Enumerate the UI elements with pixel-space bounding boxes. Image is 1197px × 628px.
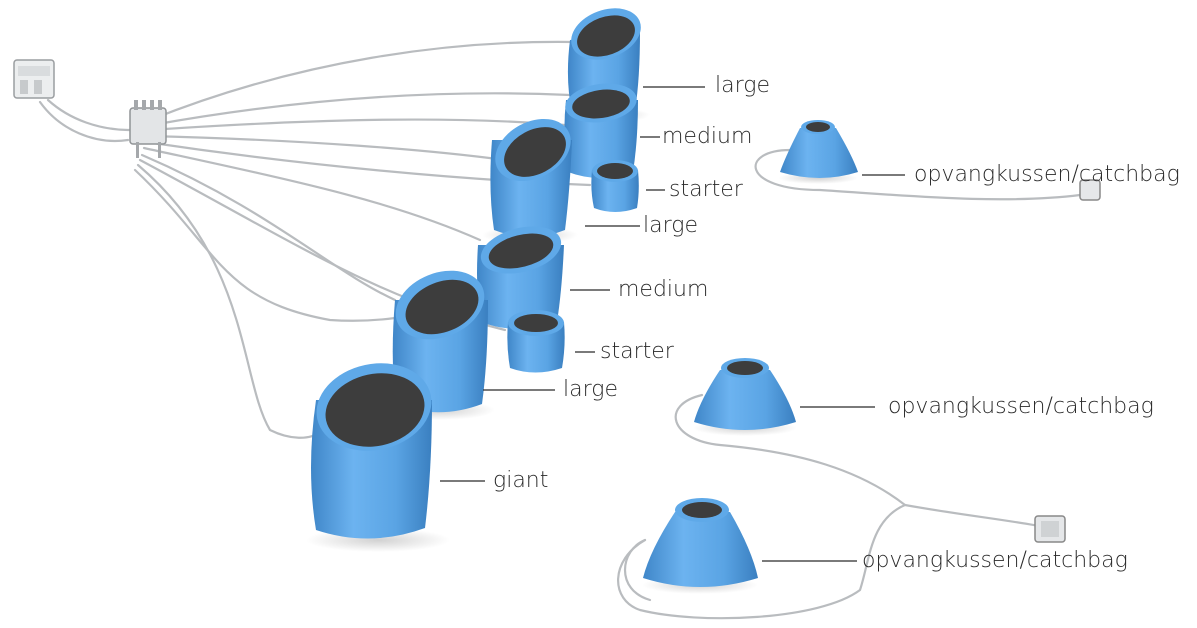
blower-icon-top [1079, 179, 1101, 201]
label-giant: giant [493, 468, 549, 493]
label-starter-mid: starter [600, 339, 674, 364]
leader-lines [440, 86, 905, 562]
label-starter-top: starter [669, 177, 743, 202]
label-catchbag-low: opvangkussen/catchbag [862, 548, 1128, 573]
label-medium-top: medium [662, 124, 753, 149]
label-large-mid: large [643, 213, 698, 238]
cushion-medium-mid [477, 226, 564, 329]
blower-icon-bottom [1034, 515, 1066, 543]
cushion-medium-top [564, 83, 638, 178]
cushion-starter-top [591, 160, 639, 212]
catchbag-low [642, 498, 758, 594]
valve-manifold-icon [129, 100, 167, 158]
label-large-low: large [563, 377, 618, 402]
label-large-top: large [715, 73, 770, 98]
label-medium-mid: medium [618, 277, 709, 302]
cushion-giant [306, 363, 450, 552]
catchbag-mid [693, 358, 797, 436]
compressor-unit-icon [13, 59, 55, 99]
catchbag-top [778, 120, 858, 184]
label-catchbag-mid: opvangkussen/catchbag [888, 394, 1154, 419]
cushion-starter-mid [507, 310, 565, 373]
air-hoses [38, 40, 1082, 620]
label-catchbag-top: opvangkussen/catchbag [914, 162, 1180, 187]
